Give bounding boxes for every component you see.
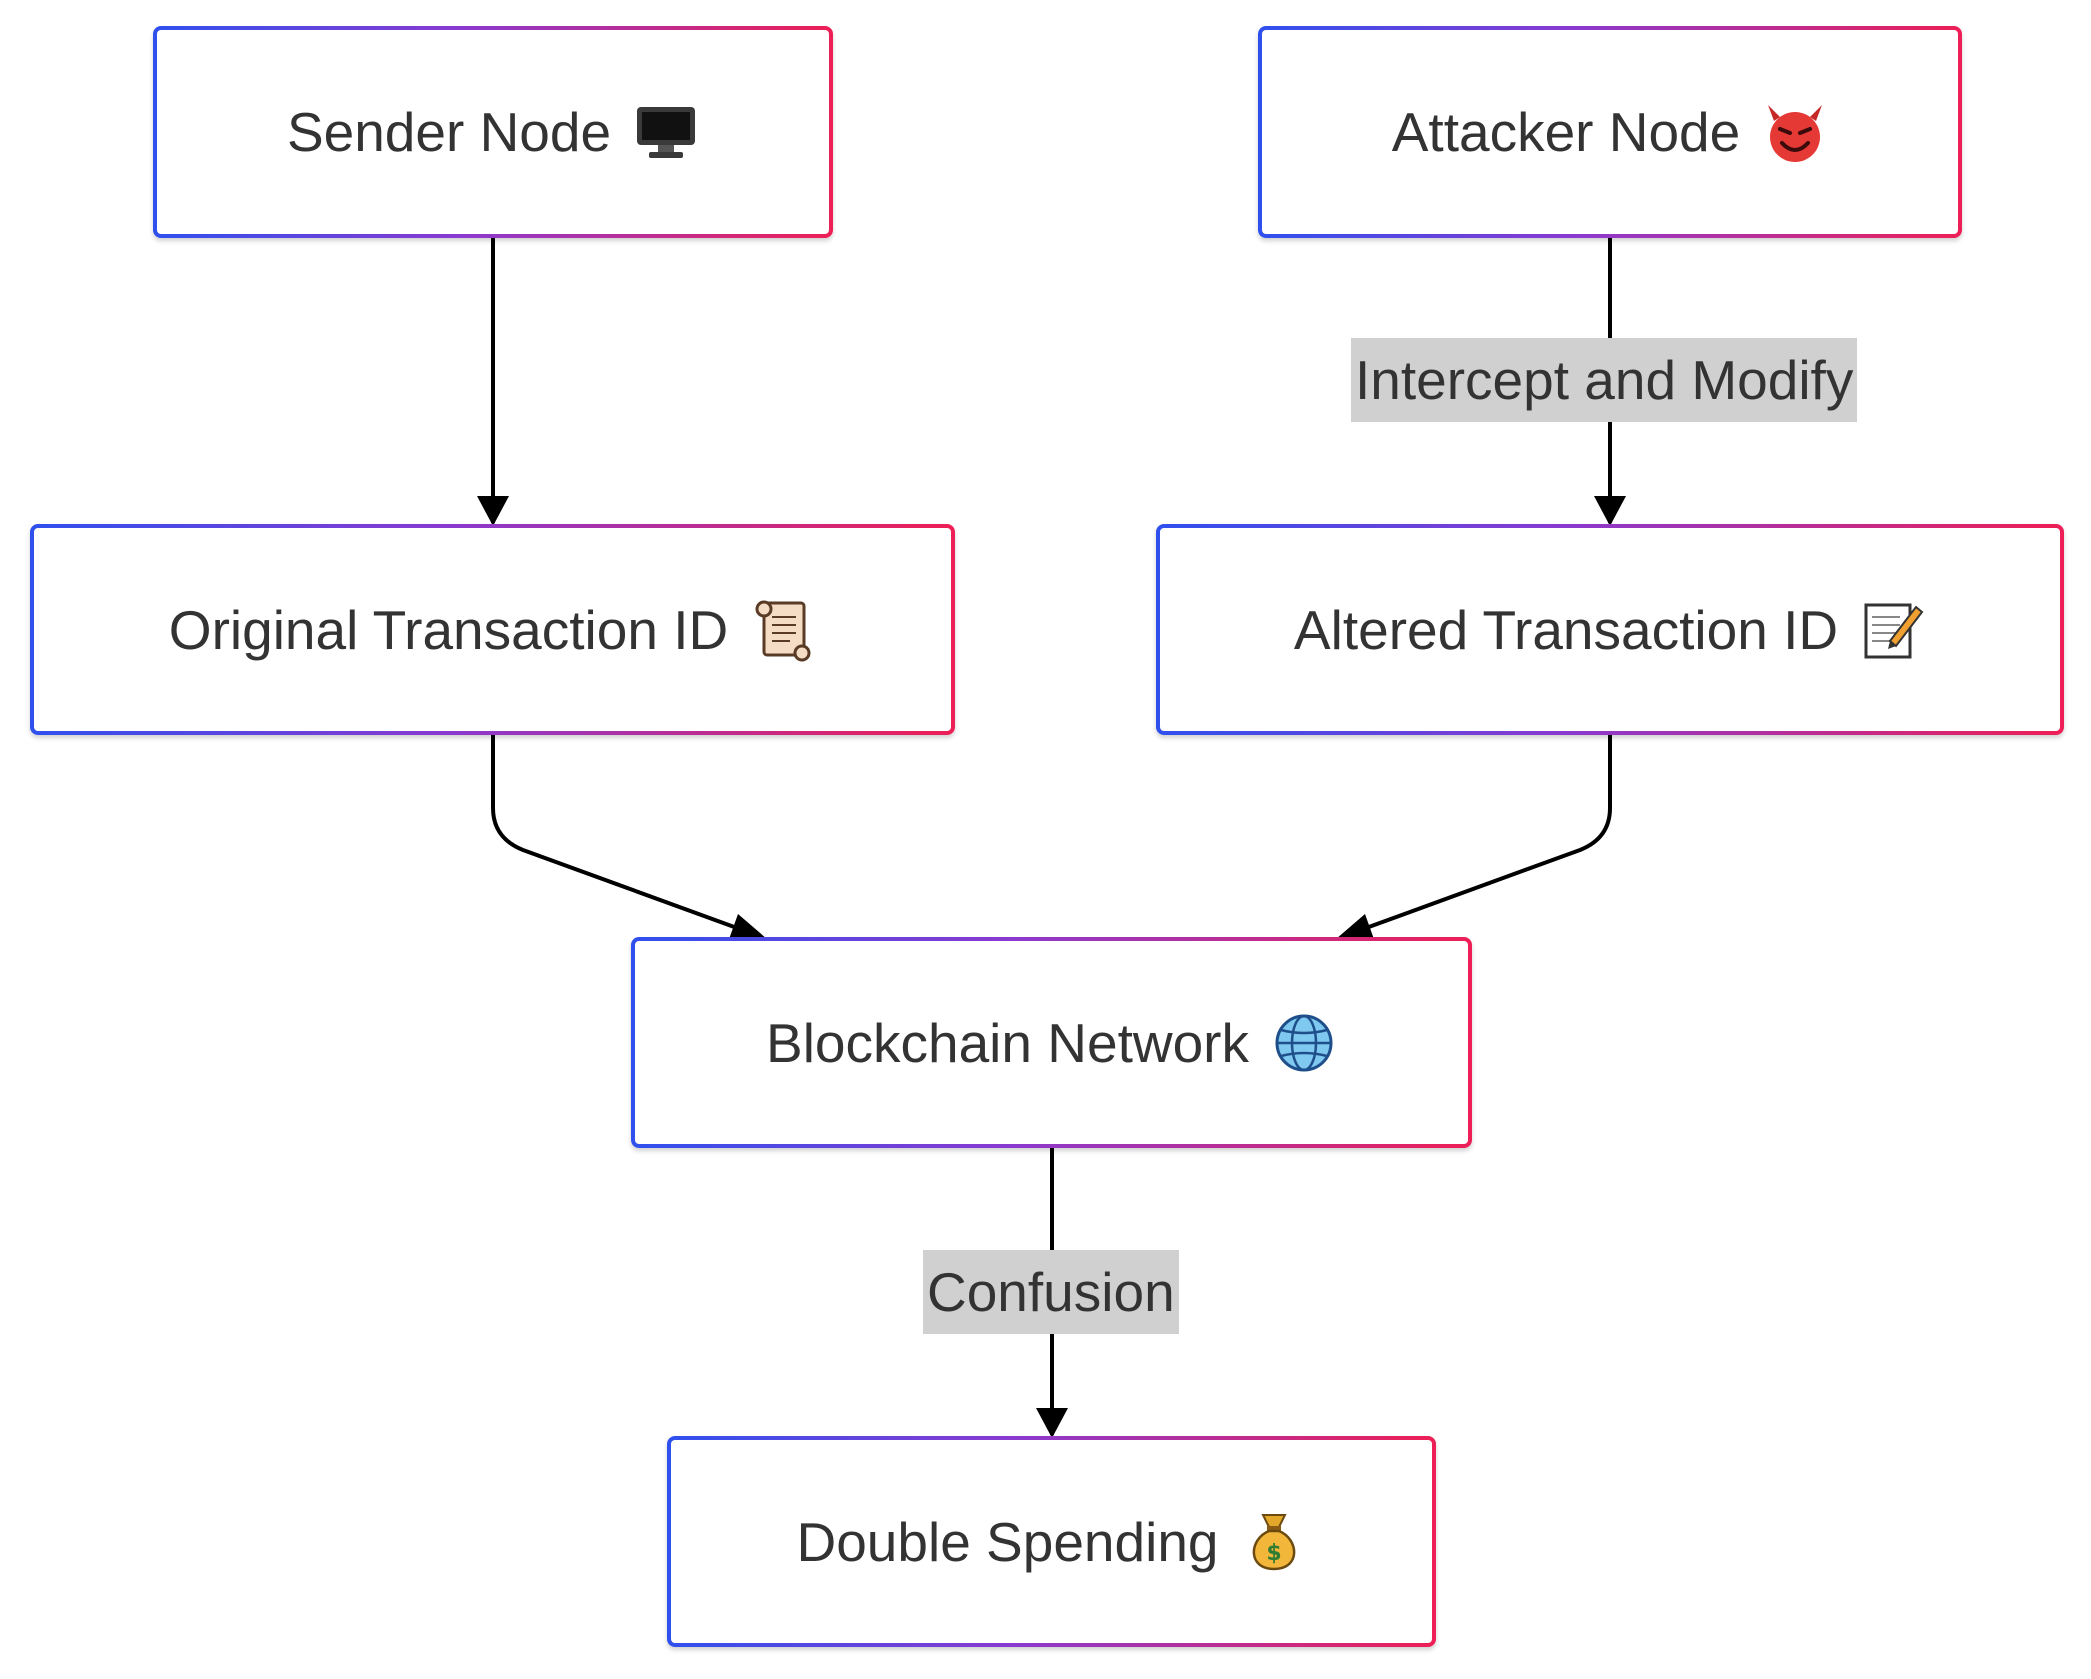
globe-icon xyxy=(1271,1010,1337,1076)
node-label: Altered Transaction ID xyxy=(1293,598,1839,661)
svg-text:$: $ xyxy=(1266,1541,1281,1566)
edge-label-confusion: Confusion xyxy=(923,1250,1179,1334)
node-blockchain-network[interactable]: Blockchain Network xyxy=(631,937,1472,1148)
node-label: Sender Node xyxy=(286,101,612,163)
arrowhead-attacker-to-altered xyxy=(1594,496,1626,526)
arrowhead-blockchain-to-double xyxy=(1036,1408,1068,1438)
node-altered-transaction-id[interactable]: Altered Transaction ID xyxy=(1156,524,2064,735)
node-original-transaction-id[interactable]: Original Transaction ID xyxy=(30,524,955,735)
arrowhead-original-to-blockchain xyxy=(728,914,767,942)
edge-altered-to-blockchain xyxy=(1354,735,1612,934)
scroll-icon xyxy=(750,597,816,663)
node-attacker[interactable]: Attacker Node xyxy=(1258,26,1962,238)
node-label: Attacker Node xyxy=(1391,101,1741,163)
memo-pencil-icon xyxy=(1860,597,1926,663)
edge-original-to-blockchain xyxy=(491,735,749,934)
node-label: Blockchain Network xyxy=(766,1011,1249,1074)
arrowhead-altered-to-blockchain xyxy=(1336,914,1375,942)
smiling-devil-icon xyxy=(1762,99,1828,165)
node-double-spending[interactable]: Double Spending $ xyxy=(667,1436,1436,1647)
money-bag-icon: $ xyxy=(1241,1509,1307,1575)
node-label: Original Transaction ID xyxy=(168,598,729,661)
node-label: Double Spending xyxy=(796,1510,1219,1573)
node-sender[interactable]: Sender Node xyxy=(153,26,833,238)
edge-label-intercept-and-modify: Intercept and Modify xyxy=(1351,338,1858,422)
desktop-computer-icon xyxy=(633,99,699,165)
arrowhead-sender-to-original xyxy=(477,496,509,526)
